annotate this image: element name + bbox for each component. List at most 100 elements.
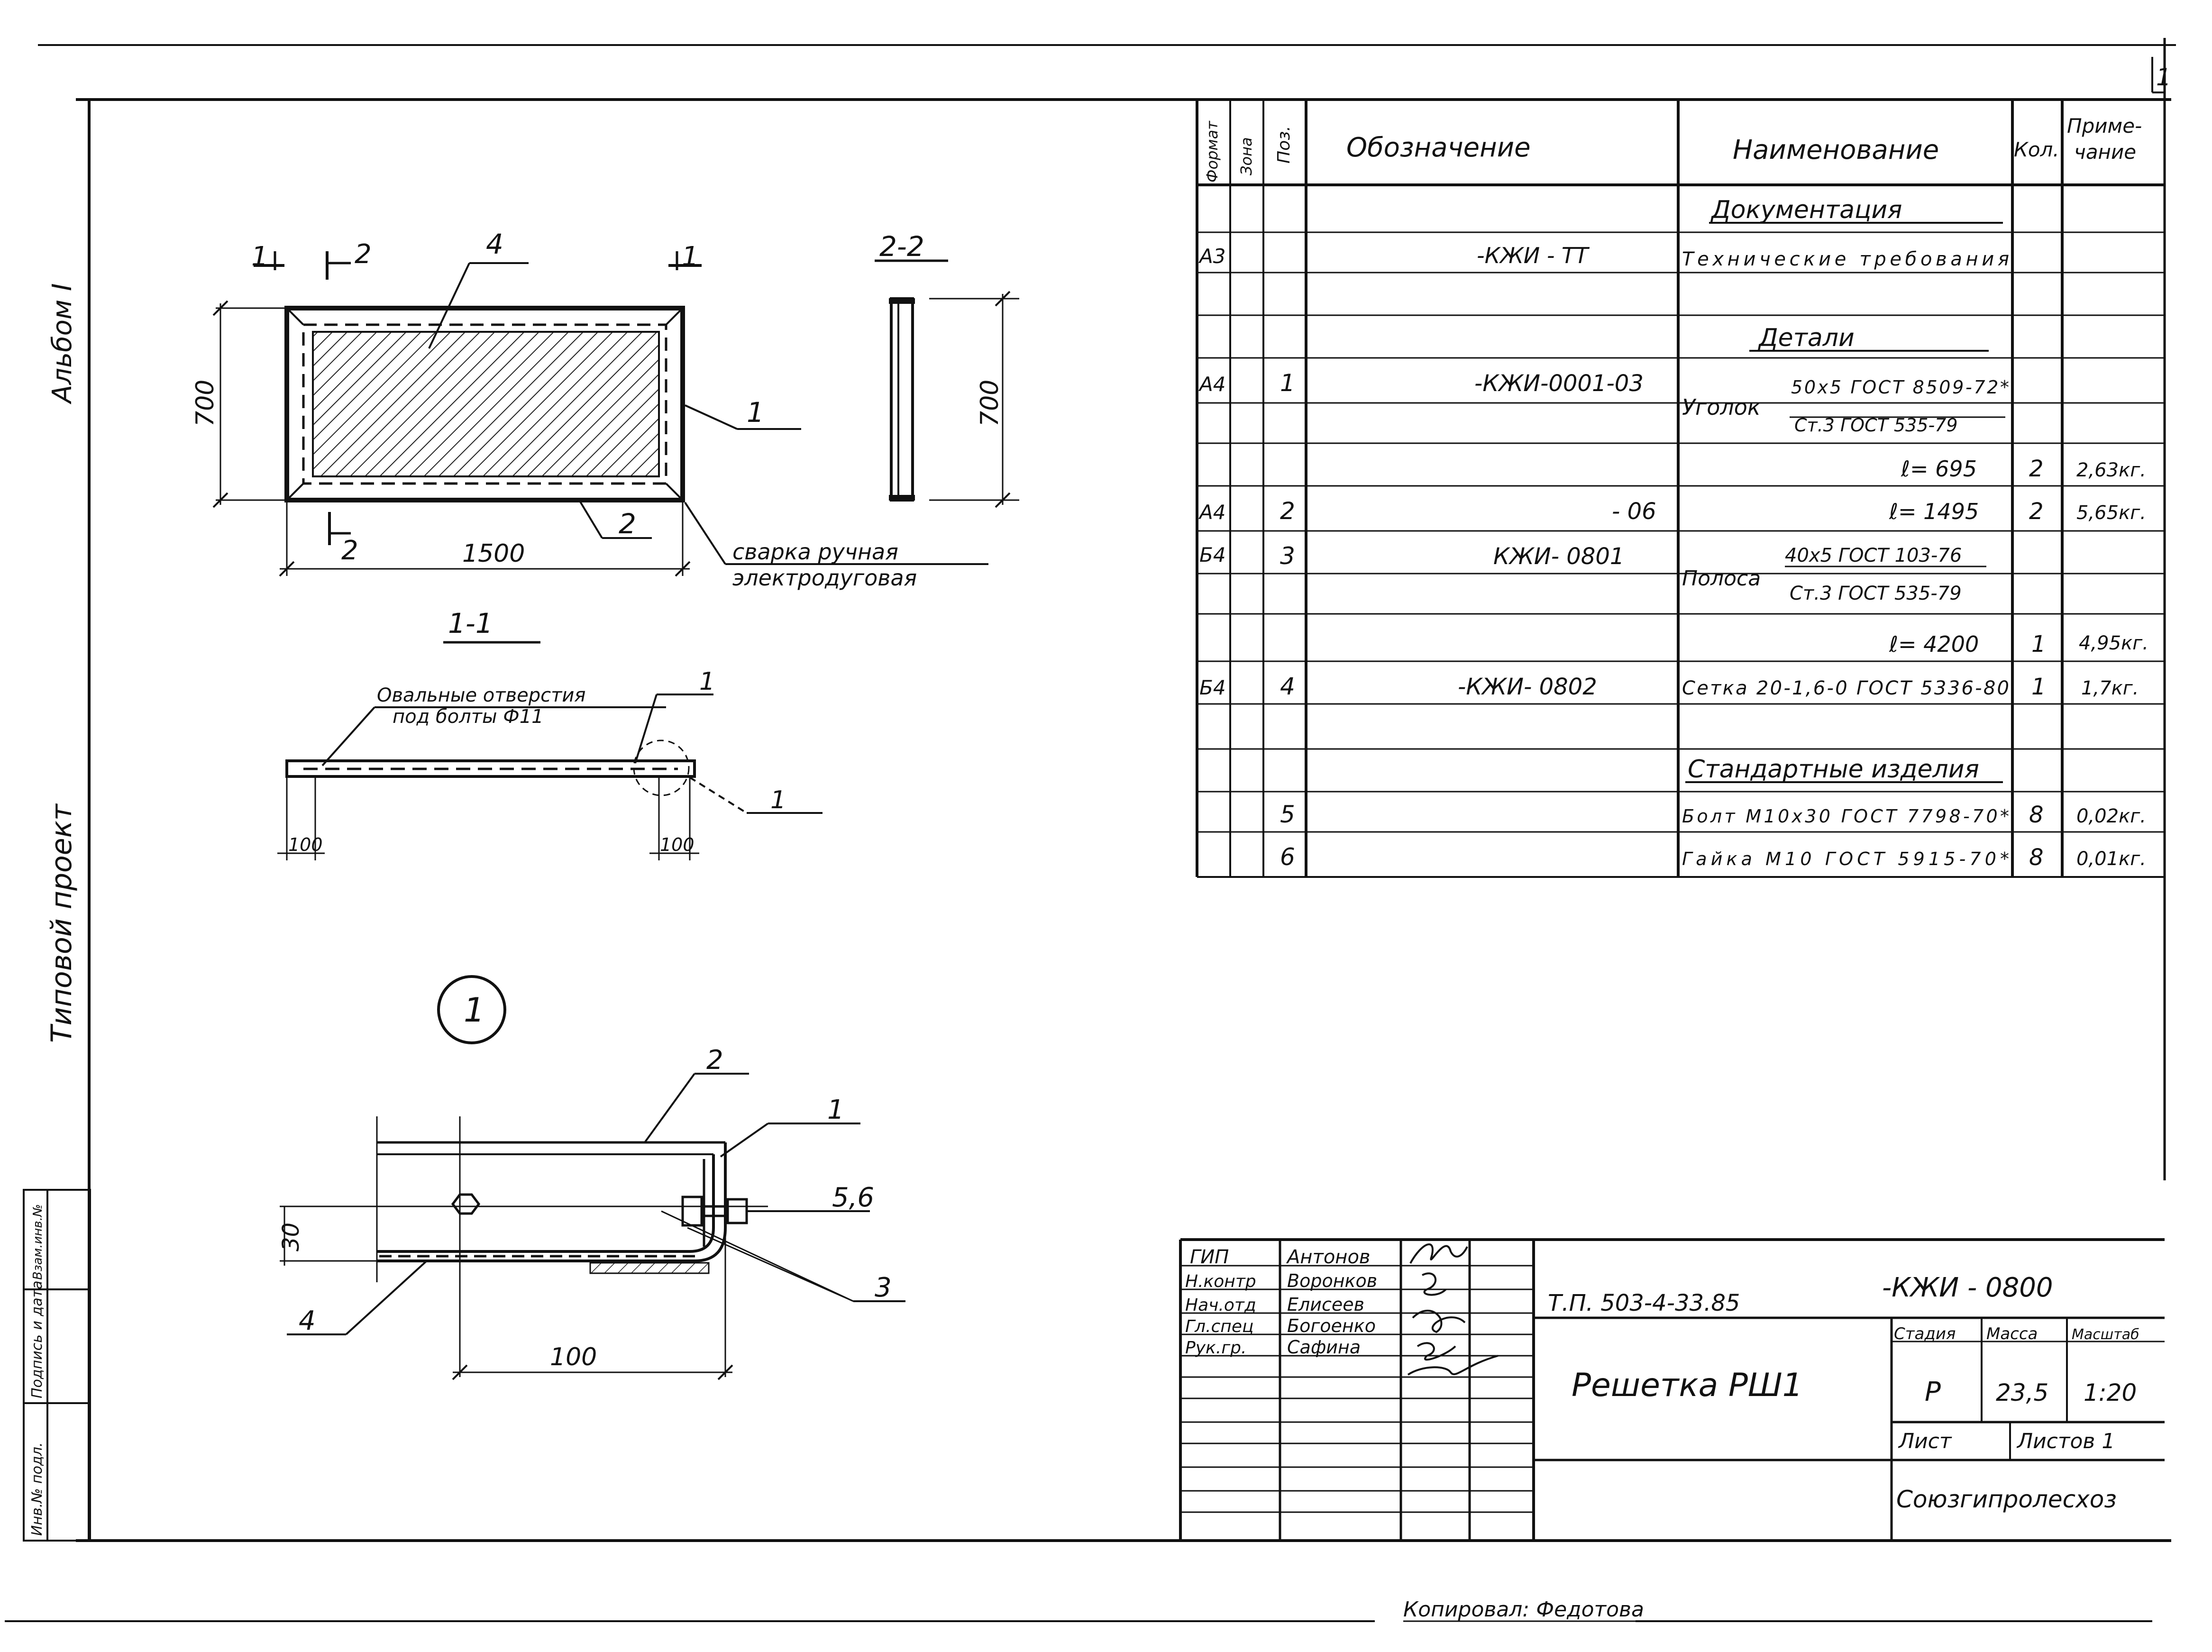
part1-name-bottom: Ст.3 ГОСТ 535-79 [1794,415,1958,436]
album-label: Альбом I [47,283,78,404]
part1-length: ℓ= 695 [1901,456,1977,482]
section-2-2-dim: 700 [976,380,1004,427]
part3-name-bottom: Ст.3 ГОСТ 535-79 [1790,583,1962,604]
section-1-left-label: 1 [251,241,268,272]
part2-designation: - 06 [1612,498,1656,525]
header-name: Наименование [1733,135,1939,165]
stamp-inventory-label: Инв.№ подл. [29,1442,46,1536]
section-1-1-title: 1-1 [448,607,493,639]
plan-view [212,251,988,577]
header-note-line2: чание [2074,140,2136,164]
name-bogoenko: Богоенко [1287,1315,1376,1336]
part2-format: А4 [1198,501,1225,524]
project-type-label: Типовой проект [45,803,78,1043]
name-voronkov: Воронков [1287,1270,1377,1291]
section-1-1-callout-1: 1 [699,667,715,696]
node-dim-100: 100 [550,1343,597,1371]
bolt-head-hex [451,1193,481,1215]
grating-mesh [312,331,660,477]
plan-callout-4: 4 [486,228,503,260]
header-format: Формат [1203,120,1221,183]
part1-note: 2,63кг. [2076,459,2146,481]
bolt-nut-outer [726,1198,748,1224]
weld-note-line2: электродуговая [732,565,917,591]
node-dim-30: 30 [278,1223,304,1251]
role-ruk-gr: Рук.гр. [1185,1338,1246,1358]
section-2-2-profile [890,297,914,502]
part1-pos: 1 [1280,369,1295,397]
part3-qty: 1 [2031,631,2046,657]
holes-note-line2: под болты Ф11 [393,706,544,728]
part3-length: ℓ= 4200 [1889,631,1979,657]
scale-value: 1:20 [2084,1379,2137,1406]
sheet-number: 1 [2156,64,2171,91]
signatures-image [1407,1243,1499,1376]
stage-value: Р [1925,1377,1941,1407]
part1-name-word: Уголок [1682,394,1761,420]
plan-dim-width: 1500 [462,539,525,568]
std6-pos: 6 [1280,843,1295,871]
mass-header: Масса [1986,1324,2038,1343]
node-callout-1: 1 [827,1095,844,1125]
doc1-format: А3 [1198,245,1225,268]
section-1-1-dim-right: 100 [660,834,695,855]
role-gip: ГИП [1190,1246,1229,1268]
header-note-line1: Приме- [2067,114,2142,137]
stamp-signature-label: Подпись и дата [29,1281,46,1399]
node-callout-3: 3 [875,1272,892,1303]
part3-pos: 3 [1280,542,1295,570]
header-designation: Обозначение [1346,132,1531,163]
doc-code: Т.П. 503-4-33.85 [1548,1290,1740,1316]
std5-pos: 5 [1280,801,1295,828]
section-1-1-dim-left: 100 [288,834,323,855]
std5-qty: 8 [2029,802,2044,828]
section-2-bottom-label: 2 [341,535,358,566]
left-stamp-strip [23,1189,91,1542]
section-1-1-node-callout: 1 [770,786,786,814]
part4-qty: 1 [2031,674,2046,700]
header-qty: Кол. [2014,138,2059,161]
role-n-kontr: Н.контр [1185,1272,1256,1291]
std5-note: 0,02кг. [2076,805,2146,827]
title-block-grid [1179,1238,2165,1541]
drawing-title: Решетка РШ1 [1572,1367,1803,1404]
sheets-label: Листов 1 [2016,1429,2115,1453]
part2-length: ℓ= 1495 [1889,499,1979,524]
section-1-1-profile [285,759,696,778]
part2-pos: 2 [1280,497,1295,525]
role-nach-otd: Нач.отд [1185,1296,1256,1315]
node-1-view [280,975,905,1380]
part2-qty: 2 [2029,498,2044,525]
bolt-nut [681,1196,703,1227]
node-number-circle [437,975,506,1044]
part4-format: Б4 [1199,676,1226,699]
part3-format: Б4 [1199,543,1226,566]
part4-name: Сетка 20-1,6-0 ГОСТ 5336-80 [1682,677,2009,699]
part1-qty: 2 [2029,456,2044,482]
part2-note: 5,65кг. [2076,502,2146,524]
holes-note-line1: Овальные отверстия [377,685,585,706]
node-callout-4: 4 [299,1305,316,1336]
section-documentation: Документация [1710,196,1902,224]
section-1-1-node-circle [633,739,690,796]
stage-header: Стадия [1894,1324,1956,1343]
copied-by: Копировал: Федотова [1403,1597,1644,1622]
doc1-name: Технические требования [1682,248,2009,270]
name-safina: Сафина [1287,1337,1361,1358]
node-weld-hatch [589,1262,710,1274]
header-zone: Зона [1237,137,1255,175]
plan-dim-height: 700 [191,380,219,427]
doc1-designation: -КЖИ - ТТ [1477,243,1590,268]
std6-name: Гайка М10 ГОСТ 5915-70* [1682,849,2009,869]
name-antonov: Антонов [1286,1246,1371,1268]
std6-note: 0,01кг. [2076,848,2146,870]
section-1-1-view [277,641,823,860]
part3-name-word: Полоса [1682,566,1761,591]
spec-table-grid [1196,100,2165,878]
part1-format: А4 [1198,373,1225,396]
grating-frame-inner [302,323,667,485]
mass-value: 23,5 [1996,1379,2048,1406]
part3-note: 4,95кг. [2079,632,2148,654]
part4-designation: -КЖИ- 0802 [1458,674,1597,700]
